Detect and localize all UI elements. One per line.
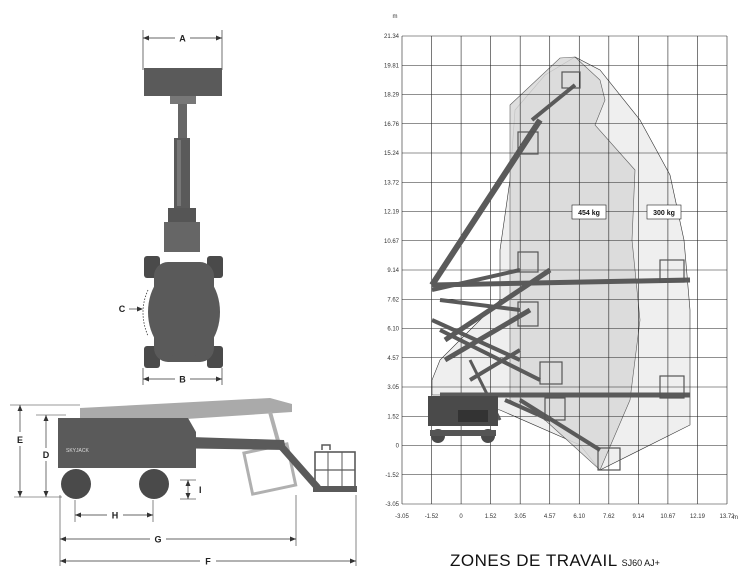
work-zone-chart: 454 kg 300 kg m m 21.34 19.81 18.29 16.76 15… bbox=[384, 14, 738, 521]
x-tick-label: 3.05 bbox=[514, 514, 526, 520]
chart-model: SJ60 AJ+ bbox=[621, 558, 660, 568]
y-tick-label: 7.62 bbox=[387, 297, 399, 303]
x-tick-label: 4.57 bbox=[544, 514, 556, 520]
y-tick-label: 0 bbox=[396, 444, 400, 450]
zone-label-300: 300 kg bbox=[653, 210, 675, 217]
y-axis-unit: m bbox=[393, 14, 398, 20]
x-tick-label: 12.19 bbox=[690, 514, 706, 520]
boom-positions bbox=[429, 83, 691, 452]
dim-label-i: I bbox=[199, 485, 202, 495]
y-tick-label: -1.52 bbox=[385, 473, 399, 479]
machine-logo: SKYJACK bbox=[66, 448, 89, 454]
y-tick-label: 13.72 bbox=[384, 180, 400, 186]
y-tick-label: 10.67 bbox=[384, 239, 400, 245]
platform-rotator bbox=[170, 96, 196, 104]
x-tick-label: 7.62 bbox=[603, 514, 615, 520]
x-tick-label: 10.67 bbox=[660, 514, 676, 520]
wheel-rear bbox=[61, 469, 91, 499]
top-view: A C B bbox=[119, 30, 223, 385]
dim-label-d: D bbox=[43, 450, 50, 460]
machine-body bbox=[58, 418, 196, 468]
y-tick-label: 16.76 bbox=[384, 122, 400, 128]
y-tick-label: 3.05 bbox=[387, 385, 399, 391]
boom-main bbox=[160, 436, 286, 450]
dim-label-c: C bbox=[119, 304, 126, 314]
chart-title: ZONES DE TRAVAIL bbox=[450, 551, 618, 570]
platform-top bbox=[144, 68, 222, 96]
boom-top bbox=[174, 138, 190, 208]
x-tick-label: 0 bbox=[459, 514, 463, 520]
x-tick-label: -3.05 bbox=[395, 514, 409, 520]
y-tick-label: 9.14 bbox=[387, 268, 399, 274]
x-axis-unit: m bbox=[733, 515, 738, 521]
dim-label-a: A bbox=[179, 34, 186, 44]
dim-label-g: G bbox=[154, 535, 161, 545]
y-tick-label: 15.24 bbox=[384, 151, 400, 157]
x-tick-label: 9.14 bbox=[633, 514, 645, 520]
wheel-front bbox=[139, 469, 169, 499]
boom-stowed bbox=[80, 398, 292, 424]
zone-label-box-300 bbox=[646, 204, 682, 220]
dim-label-h: H bbox=[112, 511, 119, 521]
turntable-top bbox=[148, 266, 220, 358]
x-tick-label: -1.52 bbox=[425, 514, 439, 520]
y-tick-label: -3.05 bbox=[385, 502, 399, 508]
dim-label-e: E bbox=[17, 435, 23, 445]
dim-label-b: B bbox=[179, 375, 186, 385]
basket-side bbox=[314, 451, 356, 491]
y-tick-label: 4.57 bbox=[387, 356, 399, 362]
dim-label-f: F bbox=[205, 557, 211, 567]
y-tick-label: 6.10 bbox=[387, 327, 399, 333]
y-tick-labels: 21.34 19.81 18.29 16.76 15.24 13.72 12.19 10.67… bbox=[384, 34, 400, 508]
x-tick-labels: -3.05 -1.52 0 1.52 3.05 4.57 6.10 7.62 9.14 10.67… bbox=[395, 514, 735, 520]
x-tick-label: 6.10 bbox=[573, 514, 585, 520]
baskets bbox=[517, 71, 685, 471]
y-tick-label: 19.81 bbox=[384, 63, 400, 69]
x-tick-label: 1.52 bbox=[485, 514, 497, 520]
y-tick-label: 12.19 bbox=[384, 210, 400, 216]
y-tick-label: 18.29 bbox=[384, 93, 400, 99]
side-view: E D SKYJACK I bbox=[10, 398, 357, 567]
zone-label-box-454 bbox=[571, 204, 607, 220]
y-tick-label: 1.52 bbox=[387, 414, 399, 420]
x-tick-label: 13.72 bbox=[719, 514, 735, 520]
zone-label-454: 454 kg bbox=[578, 210, 600, 217]
y-tick-label: 21.34 bbox=[384, 34, 400, 40]
